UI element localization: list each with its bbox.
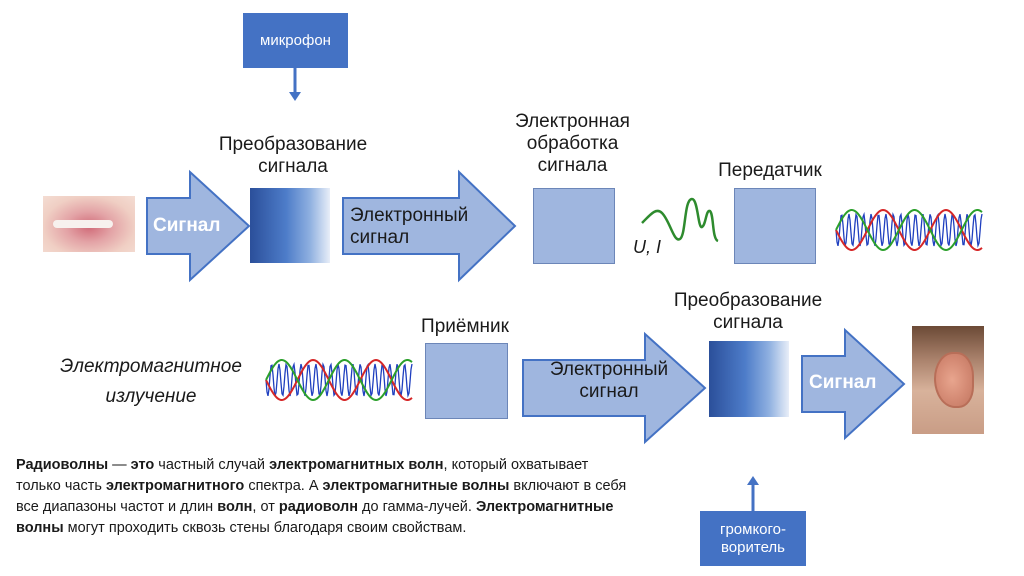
paragraph-bold-run: Радиоволны [16, 457, 109, 473]
processing-square [533, 188, 615, 264]
paragraph-run: могут проходить сквозь стены благодаря с… [63, 520, 467, 536]
paragraph-run: частный случай [154, 457, 270, 473]
ear-image [912, 326, 984, 434]
microphone-label: микрофон [260, 31, 331, 49]
microphone-box: микрофон [243, 13, 348, 68]
paragraph-bold-run: Электромагнитные волны [16, 499, 614, 536]
bottom-conversion-block [709, 341, 789, 417]
em-radiation-label: Электромагнитное излучение [60, 356, 242, 407]
transmitter-square [734, 188, 816, 264]
em-wave-top [835, 208, 983, 252]
paragraph-bold-run: электромагнитного [105, 478, 245, 494]
paragraph-run: , который охватывает только часть [16, 457, 589, 494]
paragraph-bold-run: электромагнитных волн [269, 457, 444, 473]
receiver-square [425, 343, 508, 419]
signal-arrow-top [146, 169, 251, 283]
speaker-up-arrow [747, 476, 759, 511]
signal-arrow-bottom-label: Сигнал [809, 372, 877, 393]
signal-arrow-bottom [801, 327, 906, 441]
top-conversion-label: Преобразование сигнала [218, 134, 368, 177]
em-wave-bottom [265, 358, 413, 402]
paragraph-bold-run: электромагнитные волны [322, 478, 510, 494]
signal-arrow-top-label: Сигнал [153, 215, 221, 236]
electronic-arrow-top [342, 169, 517, 283]
electronic-arrow-bottom-label: Электронный сигнал [549, 359, 669, 402]
lips-image [43, 196, 135, 252]
loudspeaker-box: громкого- воритель [700, 511, 806, 566]
paragraph-run: спектра. А [244, 478, 323, 494]
electronic-arrow-top-label: Электронный сигнал [350, 205, 469, 248]
bottom-conversion-label: Преобразование сигнала [673, 290, 823, 333]
microphone-down-arrow [289, 68, 301, 101]
paragraph-bold-run: волн [217, 499, 253, 515]
loudspeaker-label: громкого- воритель [719, 520, 787, 556]
receiver-label: Приёмник [421, 316, 509, 337]
ui-label: U, I [633, 237, 662, 257]
description-paragraph: Радиоволны — это частный случай электром… [16, 455, 636, 539]
transmitter-label: Передатчик [718, 160, 822, 181]
signal-waveform [641, 197, 719, 243]
paragraph-run: до гамма-лучей. [358, 499, 476, 515]
paragraph-bold-run: радиоволн [278, 499, 358, 515]
paragraph-run: — [108, 457, 131, 473]
paragraph-run: включают в себя все диапазоны частот и д… [16, 478, 627, 515]
processing-label: Электронная обработка сигнала [515, 111, 630, 176]
paragraph-run: , от [252, 499, 279, 515]
electronic-arrow-bottom [522, 331, 707, 445]
paragraph-bold-run: это [130, 457, 155, 473]
top-conversion-block [250, 188, 330, 263]
